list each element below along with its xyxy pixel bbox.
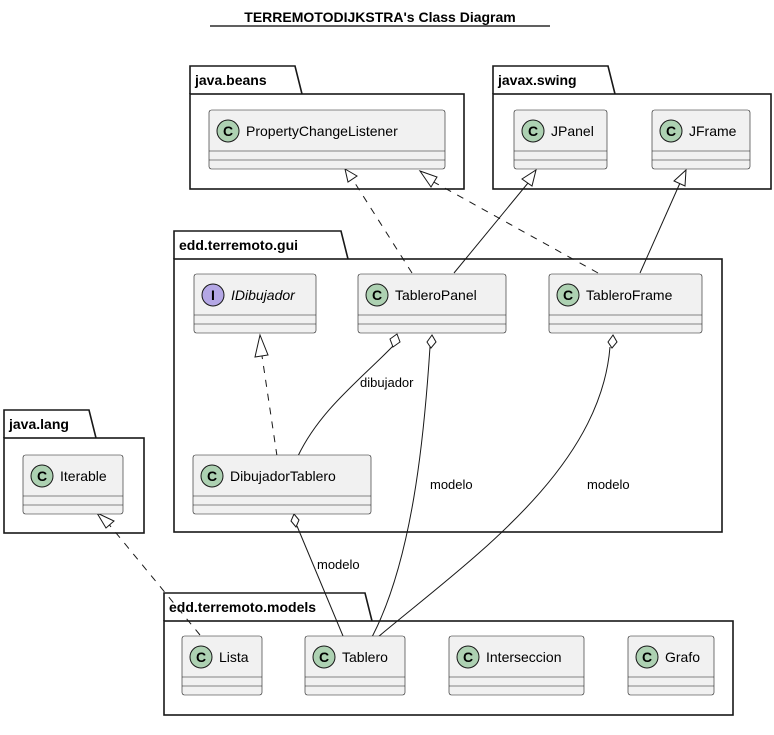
class-icon [365, 283, 389, 307]
generalization-arrowhead [673, 168, 687, 187]
class-jframe[interactable]: C JFrame [651, 109, 751, 170]
realization-arrowhead [254, 333, 269, 358]
class-icon-letter: C [372, 287, 382, 303]
class-icon-letter: C [666, 123, 676, 139]
class-icon [200, 464, 224, 488]
aggregation-diamond [607, 334, 618, 349]
realization-arrowhead [95, 511, 115, 529]
class-icon-letter: C [563, 287, 573, 303]
class-box [192, 454, 372, 515]
class-icon-letter: C [463, 649, 473, 665]
class-name: Grafo [665, 649, 700, 665]
class-name: Tablero [342, 649, 388, 665]
class-icon [556, 283, 580, 307]
aggregation-edge [296, 525, 344, 637]
realization-edge [261, 355, 278, 457]
package-tab [173, 230, 349, 260]
realization-edge [431, 180, 599, 274]
class-box [548, 273, 703, 334]
interface-icon-letter: I [211, 287, 215, 303]
class-lista[interactable]: C Lista [181, 635, 263, 696]
aggregation-edge [371, 346, 431, 638]
realization-arrowhead [418, 170, 438, 188]
aggregation-diamond [290, 513, 300, 528]
class-icon [659, 119, 683, 143]
package-label: java.beans [194, 72, 267, 88]
interface-icon [201, 283, 225, 307]
package-tab [3, 409, 97, 439]
class-icon-letter: C [319, 649, 329, 665]
aggregation-diamond [389, 333, 401, 348]
edge-label-modelo: modelo [430, 477, 473, 492]
class-name: TableroPanel [395, 287, 477, 303]
edge-label-dibujador: dibujador [360, 375, 414, 390]
realization-edge [106, 521, 201, 636]
class-name: JPanel [551, 123, 594, 139]
class-name: JFrame [689, 123, 737, 139]
class-box [208, 109, 446, 170]
class-jpanel[interactable]: C JPanel [513, 109, 608, 170]
class-icon-letter: C [196, 649, 206, 665]
edge-label-modelo: modelo [587, 477, 630, 492]
relationships: dibujador modelo modelo modelo [95, 167, 687, 638]
class-property-change-listener[interactable]: C PropertyChangeListener [208, 109, 446, 170]
package-label: edd.terremoto.models [169, 599, 316, 615]
aggregation-edge [377, 346, 611, 638]
package-tab [163, 592, 373, 622]
class-icon [456, 645, 480, 669]
class-tablero-frame[interactable]: C TableroFrame [548, 273, 703, 334]
generalization-arrowhead [521, 168, 537, 187]
class-tablero[interactable]: C Tablero [304, 635, 406, 696]
class-name: Interseccion [486, 649, 561, 665]
class-icon [30, 464, 54, 488]
package-label: javax.swing [497, 72, 577, 88]
class-icon [312, 645, 336, 669]
package-label: edd.terremoto.gui [179, 237, 298, 253]
package-tab [492, 65, 616, 95]
class-icon [216, 119, 240, 143]
class-name: TableroFrame [586, 287, 673, 303]
class-icon [635, 645, 659, 669]
class-grafo[interactable]: C Grafo [627, 635, 715, 696]
generalization-edge [639, 182, 681, 274]
generalization-edge [453, 182, 529, 274]
class-icon-letter: C [37, 468, 47, 484]
class-icon [189, 645, 213, 669]
realization-arrowhead [344, 167, 358, 183]
class-name: PropertyChangeListener [246, 123, 398, 139]
diagram-title: TERREMOTODIJKSTRA's Class Diagram [244, 9, 515, 25]
class-box [448, 635, 585, 696]
class-icon-letter: C [642, 649, 652, 665]
aggregation-diamond [426, 334, 437, 349]
aggregation-edge [297, 345, 394, 457]
class-icon-letter: C [207, 468, 217, 484]
class-tablero-panel[interactable]: C TableroPanel [357, 273, 507, 334]
class-name: Lista [219, 649, 249, 665]
class-icon-letter: C [528, 123, 538, 139]
class-icon [521, 119, 545, 143]
package-label: java.lang [8, 416, 69, 432]
class-icon-letter: C [223, 123, 233, 139]
class-interseccion[interactable]: C Interseccion [448, 635, 585, 696]
class-iterable[interactable]: C Iterable [22, 454, 124, 515]
package-tab [189, 65, 303, 95]
realization-edge [352, 179, 413, 274]
class-name: Iterable [60, 468, 107, 484]
edge-label-modelo: modelo [317, 557, 360, 572]
interface-idibujador[interactable]: I IDibujador [193, 273, 317, 334]
class-name: DibujadorTablero [230, 468, 336, 484]
class-box [193, 273, 317, 334]
class-box [357, 273, 507, 334]
class-dibujador-tablero[interactable]: C DibujadorTablero [192, 454, 372, 515]
class-name: IDibujador [231, 287, 296, 303]
